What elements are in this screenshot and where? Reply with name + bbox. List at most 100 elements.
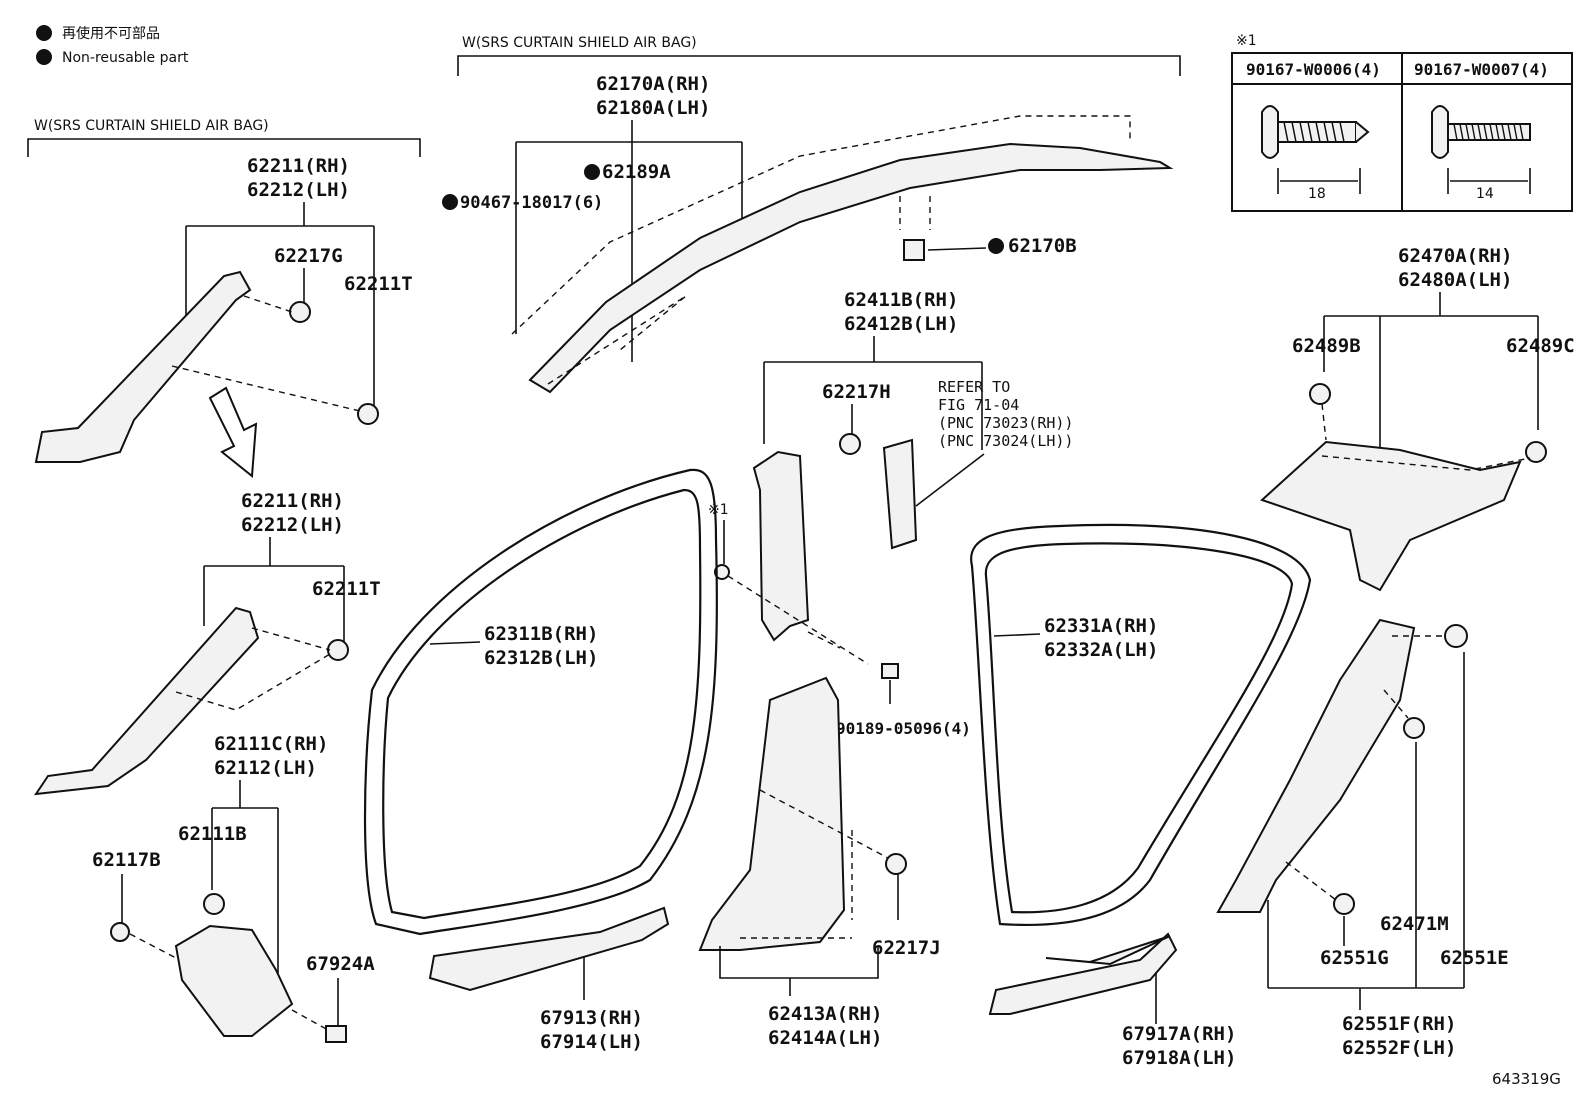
left-airbag-bracket	[27, 138, 421, 157]
label-62217J: 62217J	[872, 937, 941, 959]
clip-67924A	[325, 1025, 347, 1043]
label-62551F-rh: 62551F(RH)	[1342, 1013, 1456, 1035]
label-62480A-lh: 62480A(LH)	[1398, 269, 1512, 291]
figure-id: 643319G	[1492, 1070, 1561, 1088]
label-90189: 90189-05096(4)	[836, 719, 971, 738]
clip-62551G	[1333, 893, 1355, 915]
clip-62217H	[839, 433, 861, 455]
bullet-icon	[584, 164, 600, 180]
legend-en: Non-reusable part	[62, 50, 189, 66]
top-airbag-bracket	[457, 55, 1181, 76]
bullet-icon	[36, 49, 52, 65]
clip-62471M	[1403, 717, 1425, 739]
seat-belt-cover	[882, 438, 918, 550]
label-67917A-rh: 67917A(RH)	[1122, 1023, 1236, 1045]
rear-door-opening-trim	[970, 523, 1312, 927]
bullet-icon	[988, 238, 1004, 254]
clip-62211T-a	[357, 403, 379, 425]
left-airbag-caption: W(SRS CURTAIN SHIELD AIR BAG)	[34, 118, 269, 134]
clip-90189	[881, 663, 899, 679]
label-62311B-rh: 62311B(RH)	[484, 623, 598, 645]
label-62411B-rh: 62411B(RH)	[844, 289, 958, 311]
front-scuff-plate	[428, 906, 670, 992]
label-62211-rh-b: 62211(RH)	[241, 490, 344, 512]
clip-62170B	[903, 239, 925, 261]
screw-col1-len: 18	[1308, 186, 1326, 202]
label-62552F-lh: 62552F(LH)	[1342, 1037, 1456, 1059]
curtain-airbag	[528, 142, 1174, 394]
clip-62217G	[289, 301, 311, 323]
label-62489C: 62489C	[1506, 335, 1575, 357]
rear-scuff-plate	[988, 932, 1178, 1015]
refer-line1: REFER TO	[938, 378, 1010, 396]
label-62312B-lh: 62312B(LH)	[484, 647, 598, 669]
label-62413A-rh: 62413A(RH)	[768, 1003, 882, 1025]
label-67914-lh: 67914(LH)	[540, 1031, 643, 1053]
label-62471M: 62471M	[1380, 913, 1449, 935]
screw-col2-len: 14	[1476, 186, 1494, 202]
label-62217H: 62217H	[822, 381, 891, 403]
screw-mark: ※1	[708, 502, 729, 518]
label-62111C-rh: 62111C(RH)	[214, 733, 328, 755]
leader-62413A	[719, 946, 879, 979]
label-67924A: 67924A	[306, 953, 375, 975]
leader-62170A	[515, 120, 743, 362]
a-pillar-garnish-lower	[33, 606, 260, 796]
label-62489B: 62489B	[1292, 335, 1361, 357]
label-62170A-rh: 62170A(RH)	[596, 73, 710, 95]
leader-62211-b	[203, 537, 345, 642]
label-62470A-rh: 62470A(RH)	[1398, 245, 1512, 267]
dimension-14	[1447, 168, 1531, 194]
leader-62211-a	[185, 202, 375, 416]
label-62212-lh-b: 62212(LH)	[241, 514, 344, 536]
front-door-opening-trim	[363, 468, 718, 936]
b-pillar-upper-garnish	[752, 450, 810, 642]
a-pillar-garnish-upper	[34, 270, 252, 463]
label-67913-rh: 67913(RH)	[540, 1007, 643, 1029]
leader-62470A	[1323, 292, 1539, 450]
top-airbag-caption: W(SRS CURTAIN SHIELD AIR BAG)	[462, 35, 697, 51]
cowl-side-trim	[174, 924, 294, 1037]
screw-icon	[714, 564, 730, 580]
label-62211-rh-a: 62211(RH)	[247, 155, 350, 177]
screw-col1-part: 90167-W0006(4)	[1246, 60, 1381, 79]
refer-line3: (PNC 73023(RH))	[938, 414, 1073, 432]
refer-line2: FIG 71-04	[938, 396, 1019, 414]
label-62212-lh-a: 62212(LH)	[247, 179, 350, 201]
clip-62111B	[203, 893, 225, 915]
leader-62551F	[1267, 652, 1465, 1010]
screw-14-icon	[1431, 105, 1531, 159]
label-62412B-lh: 62412B(LH)	[844, 313, 958, 335]
label-62117B: 62117B	[92, 849, 161, 871]
leader-62111C	[211, 780, 279, 990]
label-62112-lh: 62112(LH)	[214, 757, 317, 779]
label-62331A-rh: 62331A(RH)	[1044, 615, 1158, 637]
label-62211T-a: 62211T	[344, 273, 413, 295]
bullet-icon	[36, 25, 52, 41]
label-67918A-lh: 67918A(LH)	[1122, 1047, 1236, 1069]
label-62211T-b: 62211T	[312, 578, 381, 600]
down-arrow-icon	[208, 386, 258, 478]
label-62180A-lh: 62180A(LH)	[596, 97, 710, 119]
screw-col2-part: 90167-W0007(4)	[1414, 60, 1549, 79]
roof-side-inner-garnish	[1260, 440, 1522, 592]
screw-table-mark: ※1	[1236, 33, 1257, 49]
label-62189A: 62189A	[602, 161, 671, 183]
clip-62489B	[1309, 383, 1331, 405]
dimension-18	[1277, 168, 1361, 194]
label-62551E: 62551E	[1440, 947, 1509, 969]
clip-62551E	[1444, 624, 1468, 648]
clip-62217J	[885, 853, 907, 875]
label-62111B: 62111B	[178, 823, 247, 845]
label-62414A-lh: 62414A(LH)	[768, 1027, 882, 1049]
clip-62211T-b	[327, 639, 349, 661]
label-62551G: 62551G	[1320, 947, 1389, 969]
legend-jp: 再使用不可部品	[62, 25, 160, 42]
leader-62411B	[763, 336, 983, 450]
label-62332A-lh: 62332A(LH)	[1044, 639, 1158, 661]
label-62217G: 62217G	[274, 245, 343, 267]
b-pillar-lower-garnish	[698, 676, 846, 951]
refer-line4: (PNC 73024(LH))	[938, 432, 1073, 450]
